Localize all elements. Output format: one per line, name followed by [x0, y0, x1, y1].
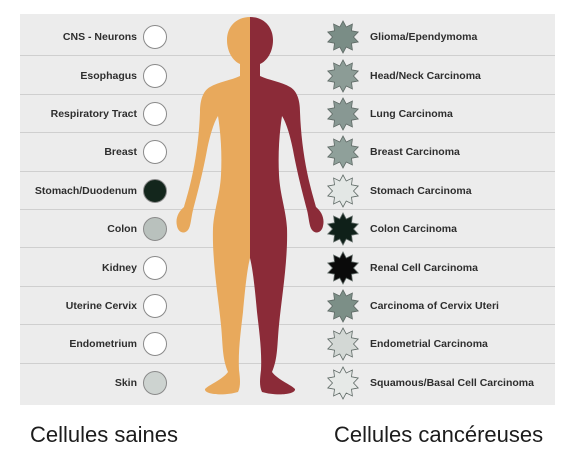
- spiky-cell-icon: [325, 96, 361, 132]
- cancer-cell-row: Breast Carcinoma: [325, 133, 575, 171]
- healthy-cell-label: Respiratory Tract: [51, 108, 137, 120]
- cancer-cell-row: Head/Neck Carcinoma: [325, 56, 575, 94]
- spiky-cell-icon: [325, 326, 361, 362]
- cancer-cell-label: Lung Carcinoma: [370, 108, 453, 120]
- cancer-cell-label: Squamous/Basal Cell Carcinoma: [370, 377, 534, 389]
- circle-icon: [142, 139, 168, 165]
- cancer-cell-label: Head/Neck Carcinoma: [370, 70, 481, 82]
- cancer-cell-star: [328, 136, 358, 168]
- spiky-cell-icon: [325, 365, 361, 401]
- circle-icon: [142, 293, 168, 319]
- cancer-cell-star: [328, 290, 358, 322]
- healthy-cell-circle: [144, 64, 167, 87]
- healthy-cell-row: Kidney: [0, 248, 170, 286]
- cancer-cell-star: [328, 252, 358, 284]
- healthy-cell-label: Breast: [104, 146, 137, 158]
- healthy-cells-caption: Cellules saines: [30, 422, 178, 448]
- healthy-cell-row: CNS - Neurons: [0, 18, 170, 56]
- healthy-cell-row: Breast: [0, 133, 170, 171]
- cancer-cell-label: Breast Carcinoma: [370, 146, 460, 158]
- healthy-cells-list: CNS - Neurons Esophagus Respiratory Trac…: [0, 18, 170, 402]
- spiky-cell-icon: [325, 211, 361, 247]
- cancer-cell-label: Stomach Carcinoma: [370, 185, 472, 197]
- cancer-cell-row: Squamous/Basal Cell Carcinoma: [325, 364, 575, 402]
- healthy-cell-circle: [144, 256, 167, 279]
- cancer-cell-row: Endometrial Carcinoma: [325, 325, 575, 363]
- healthy-cell-circle: [144, 294, 167, 317]
- cancer-cells-caption: Cellules cancéreuses: [334, 422, 543, 448]
- circle-icon: [142, 255, 168, 281]
- healthy-cell-row: Skin: [0, 364, 170, 402]
- healthy-cell-circle: [144, 218, 167, 241]
- spiky-cell-icon: [325, 134, 361, 170]
- healthy-cell-circle: [144, 26, 167, 49]
- cancer-cell-row: Lung Carcinoma: [325, 95, 575, 133]
- healthy-cell-label: Kidney: [102, 262, 137, 274]
- cancer-cell-star: [328, 367, 358, 399]
- cancer-cell-row: Colon Carcinoma: [325, 210, 575, 248]
- healthy-cell-label: Colon: [107, 223, 137, 235]
- cancer-cell-row: Glioma/Ependymoma: [325, 18, 575, 56]
- cancer-cell-label: Endometrial Carcinoma: [370, 338, 488, 350]
- healthy-cell-circle: [144, 371, 167, 394]
- circle-icon: [142, 24, 168, 50]
- healthy-cell-circle: [144, 179, 167, 202]
- circle-icon: [142, 216, 168, 242]
- healthy-cell-label: CNS - Neurons: [63, 31, 137, 43]
- circle-icon: [142, 63, 168, 89]
- circle-icon: [142, 101, 168, 127]
- spiky-cell-icon: [325, 58, 361, 94]
- spiky-cell-icon: [325, 19, 361, 55]
- healthy-cell-row: Endometrium: [0, 325, 170, 363]
- cancer-cell-star: [328, 60, 358, 92]
- cancer-cell-star: [328, 328, 358, 360]
- healthy-cell-label: Esophagus: [80, 70, 137, 82]
- cancer-cell-label: Colon Carcinoma: [370, 223, 457, 235]
- healthy-cell-row: Stomach/Duodenum: [0, 172, 170, 210]
- circle-icon: [142, 178, 168, 204]
- cancer-cell-row: Stomach Carcinoma: [325, 172, 575, 210]
- cancer-cell-row: Renal Cell Carcinoma: [325, 248, 575, 286]
- healthy-cell-row: Respiratory Tract: [0, 95, 170, 133]
- cancer-cell-label: Glioma/Ependymoma: [370, 31, 477, 43]
- healthy-cell-circle: [144, 102, 167, 125]
- circle-icon: [142, 370, 168, 396]
- spiky-cell-icon: [325, 288, 361, 324]
- circle-icon: [142, 331, 168, 357]
- cancer-cell-label: Renal Cell Carcinoma: [370, 262, 478, 274]
- cancer-cell-star: [328, 175, 358, 207]
- cancer-body-half: [176, 17, 323, 394]
- cancer-cell-star: [328, 98, 358, 130]
- healthy-cell-label: Stomach/Duodenum: [35, 185, 137, 197]
- healthy-cell-label: Skin: [115, 377, 137, 389]
- healthy-cell-row: Uterine Cervix: [0, 287, 170, 325]
- healthy-cell-circle: [144, 141, 167, 164]
- spiky-cell-icon: [325, 250, 361, 286]
- cancer-cell-row: Carcinoma of Cervix Uteri: [325, 287, 575, 325]
- cancer-cell-star: [328, 21, 358, 53]
- spiky-cell-icon: [325, 173, 361, 209]
- healthy-cell-circle: [144, 333, 167, 356]
- cancer-cells-list: Glioma/Ependymoma Head/Neck Carcinoma Lu…: [325, 18, 575, 402]
- healthy-cell-label: Uterine Cervix: [66, 300, 137, 312]
- healthy-cell-row: Esophagus: [0, 56, 170, 94]
- cancer-cell-label: Carcinoma of Cervix Uteri: [370, 300, 499, 312]
- cancer-cell-star: [328, 213, 358, 245]
- healthy-cell-row: Colon: [0, 210, 170, 248]
- healthy-cell-label: Endometrium: [69, 338, 137, 350]
